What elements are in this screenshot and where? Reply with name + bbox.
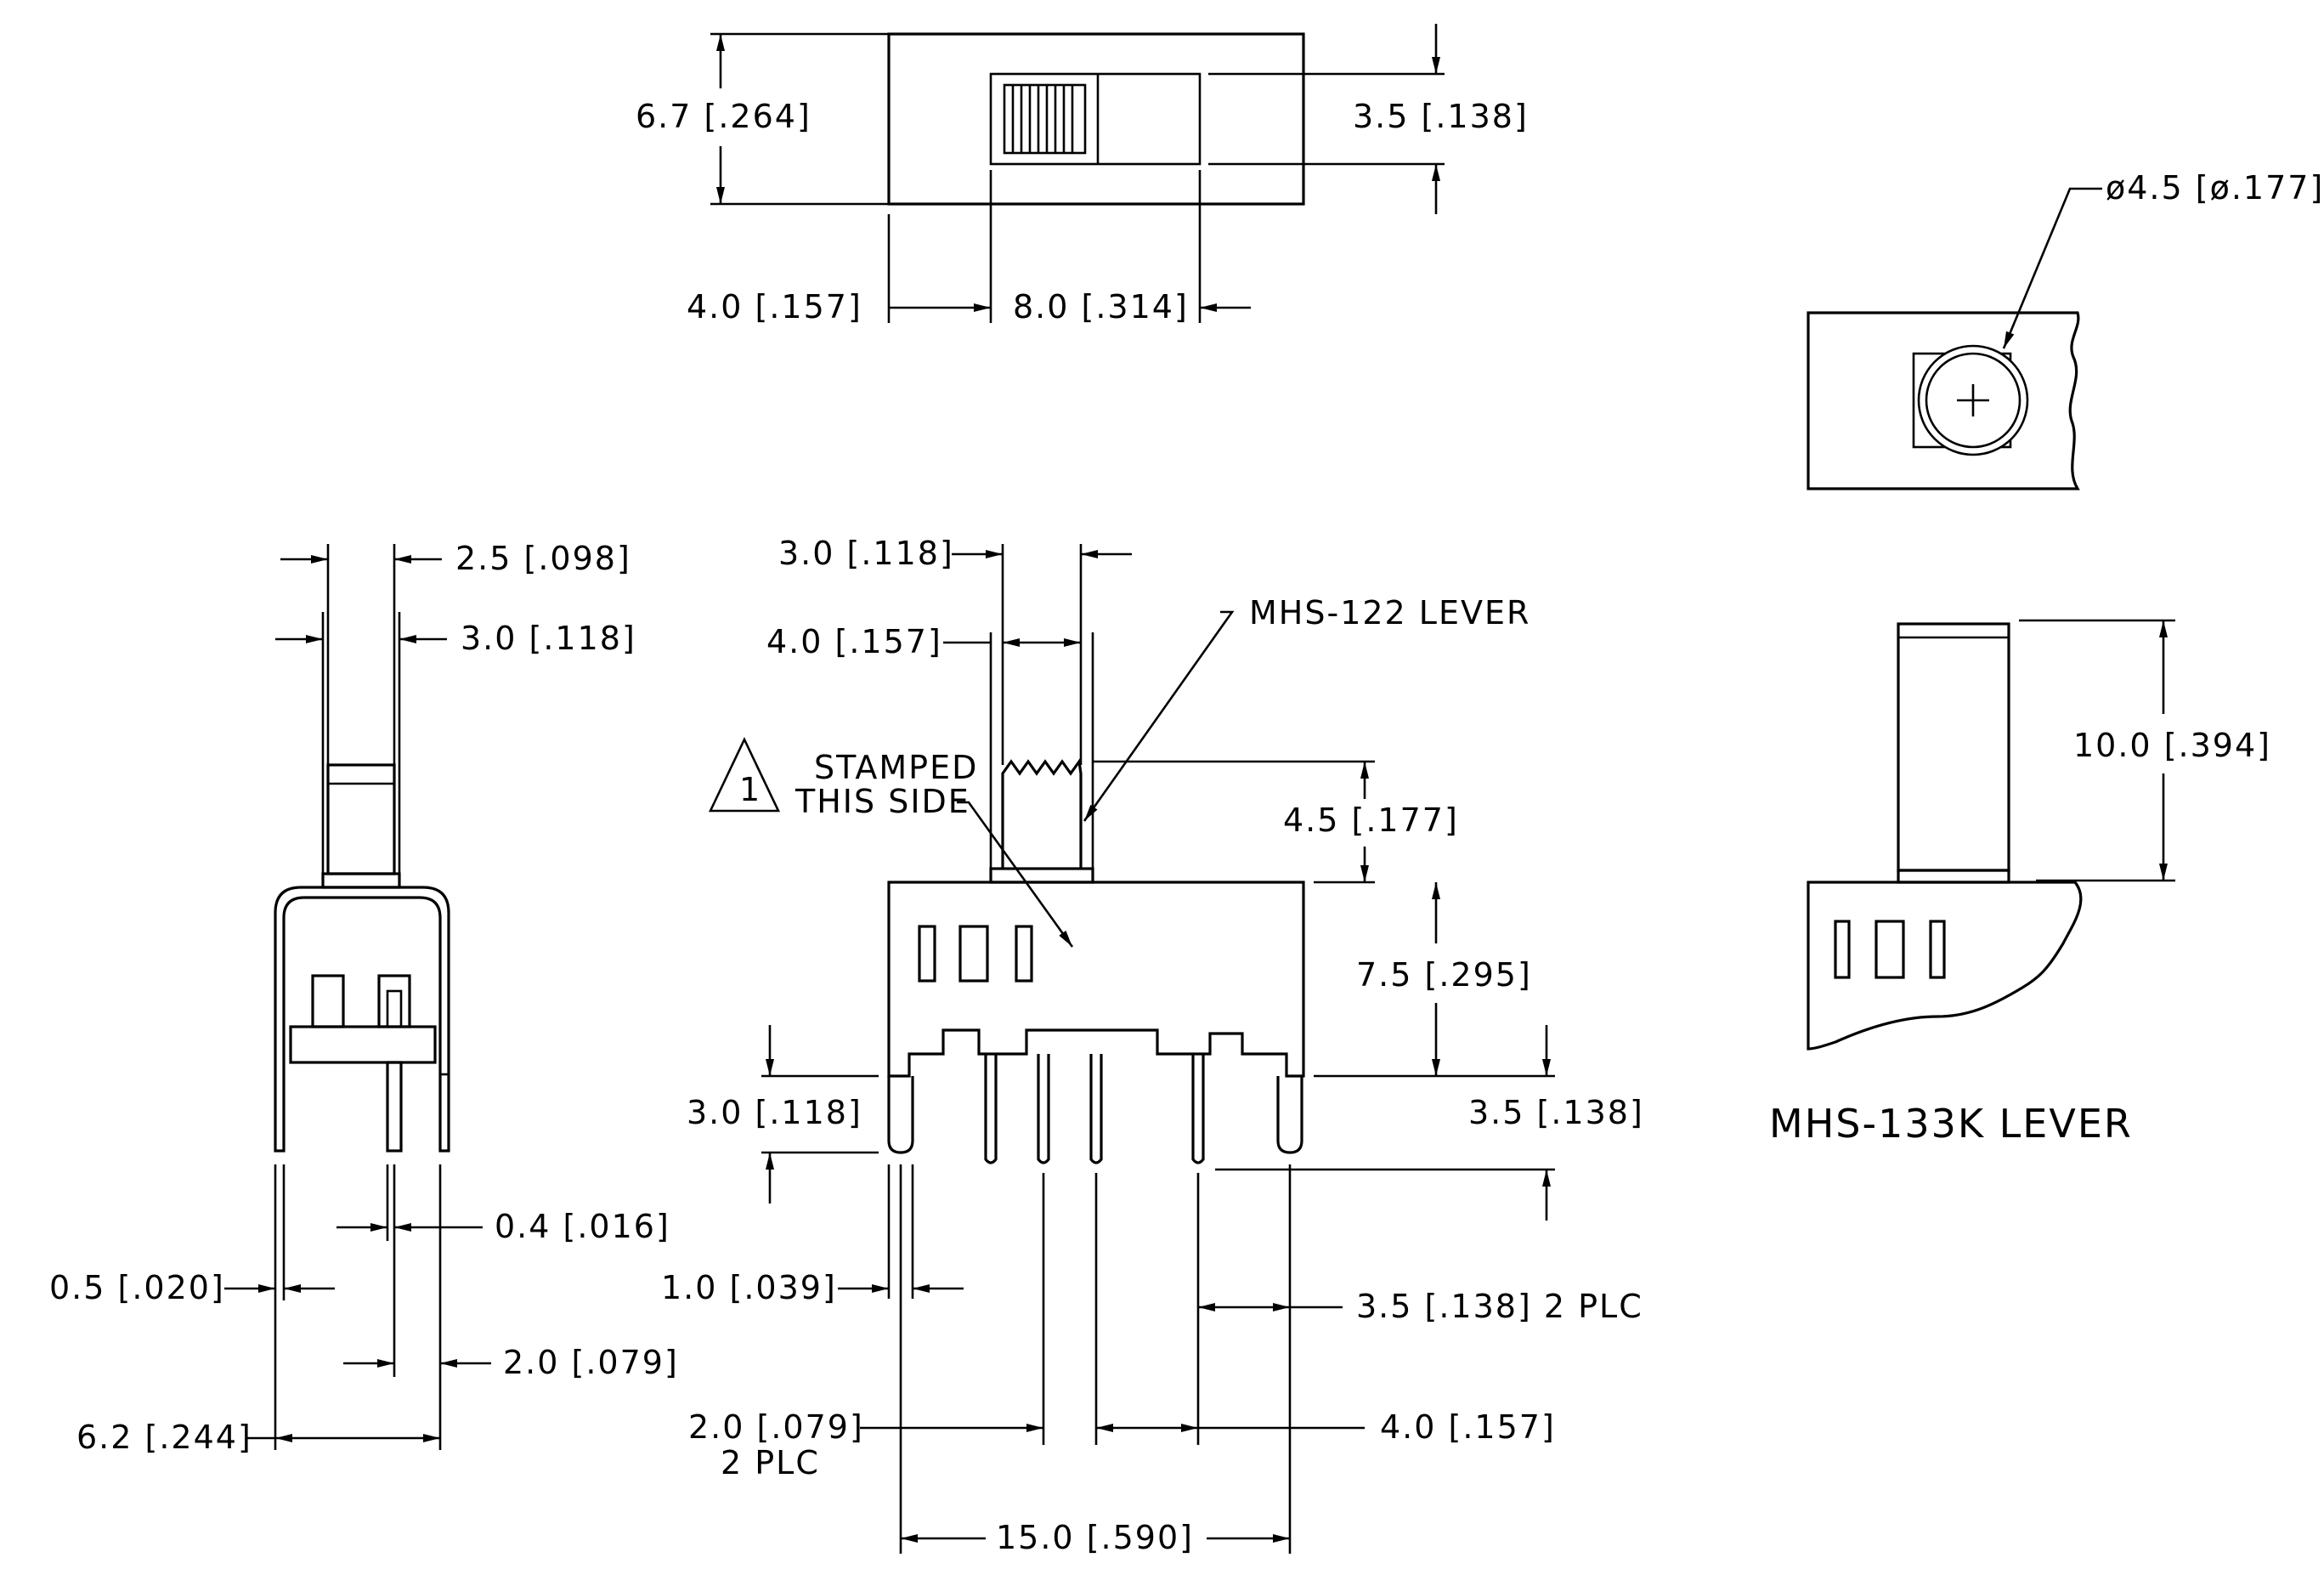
side-top-width-label: 2.5 [.098] [455, 540, 631, 577]
front-view: 1 STAMPED THIS SIDE MHS-122 LEVER 3.0 [.… [661, 535, 1644, 1556]
top-view-actuator-label: 3.5 [.138] [1353, 98, 1529, 135]
lever-top-detail: ø4.5 [ø.177] [1807, 169, 2324, 490]
side-shoulder-width-label: 3.0 [.118] [461, 620, 636, 657]
lever-122-label: MHS-122 LEVER [1249, 594, 1530, 632]
front-center-spacing-label: 4.0 [.157] [1380, 1408, 1556, 1446]
lever-133k-title: MHS-133K LEVER [1769, 1101, 2133, 1147]
lever-133k-height-label: 10.0 [.394] [2073, 727, 2271, 764]
side-lug-thickness-label: 0.5 [.020] [49, 1269, 225, 1306]
lever-diameter-label: ø4.5 [ø.177] [2106, 169, 2324, 207]
front-lever-width-label: 3.0 [.118] [778, 535, 954, 572]
side-pin-to-lug-label: 2.0 [.079] [503, 1344, 679, 1381]
side-overall-width-label: 6.2 [.244] [76, 1419, 252, 1456]
front-lug-length-label: 3.0 [.118] [687, 1094, 862, 1131]
front-lug-width-label: 1.0 [.039] [661, 1269, 837, 1306]
top-view-offset-label: 4.0 [.157] [687, 288, 862, 326]
top-view-travel-label: 8.0 [.314] [1013, 288, 1189, 326]
note-line-1: STAMPED [814, 749, 978, 786]
front-lever-height-label: 4.5 [.177] [1283, 801, 1459, 839]
front-pin-pitch-label: 3.5 [.138] 2 PLC [1356, 1288, 1643, 1325]
note-line-2: THIS SIDE [794, 783, 970, 820]
front-pin-length-label: 3.5 [.138] [1468, 1094, 1644, 1131]
front-pin-spacing-label: 2.0 [.079] [688, 1408, 864, 1446]
side-view: 2.5 [.098] 3.0 [.118] 0.4 [.016] 0.5 [.0… [49, 540, 679, 1456]
lever-133k-view: 10.0 [.394] MHS-133K LEVER [1769, 619, 2271, 1147]
side-pin-thickness-label: 0.4 [.016] [495, 1208, 670, 1245]
front-lever-base-label: 4.0 [.157] [766, 623, 942, 660]
front-overall-length-label: 15.0 [.590] [996, 1519, 1194, 1556]
top-view: 6.7 [.264] 3.5 [.138] 4.0 [.157] 8.0 [.3… [636, 24, 1529, 326]
front-body-height-label: 7.5 [.295] [1356, 956, 1532, 994]
top-view-knurl [1011, 85, 1074, 153]
note-number: 1 [739, 771, 761, 808]
top-view-height-label: 6.7 [.264] [636, 98, 811, 135]
front-pin-spacing-plc: 2 PLC [721, 1444, 820, 1481]
